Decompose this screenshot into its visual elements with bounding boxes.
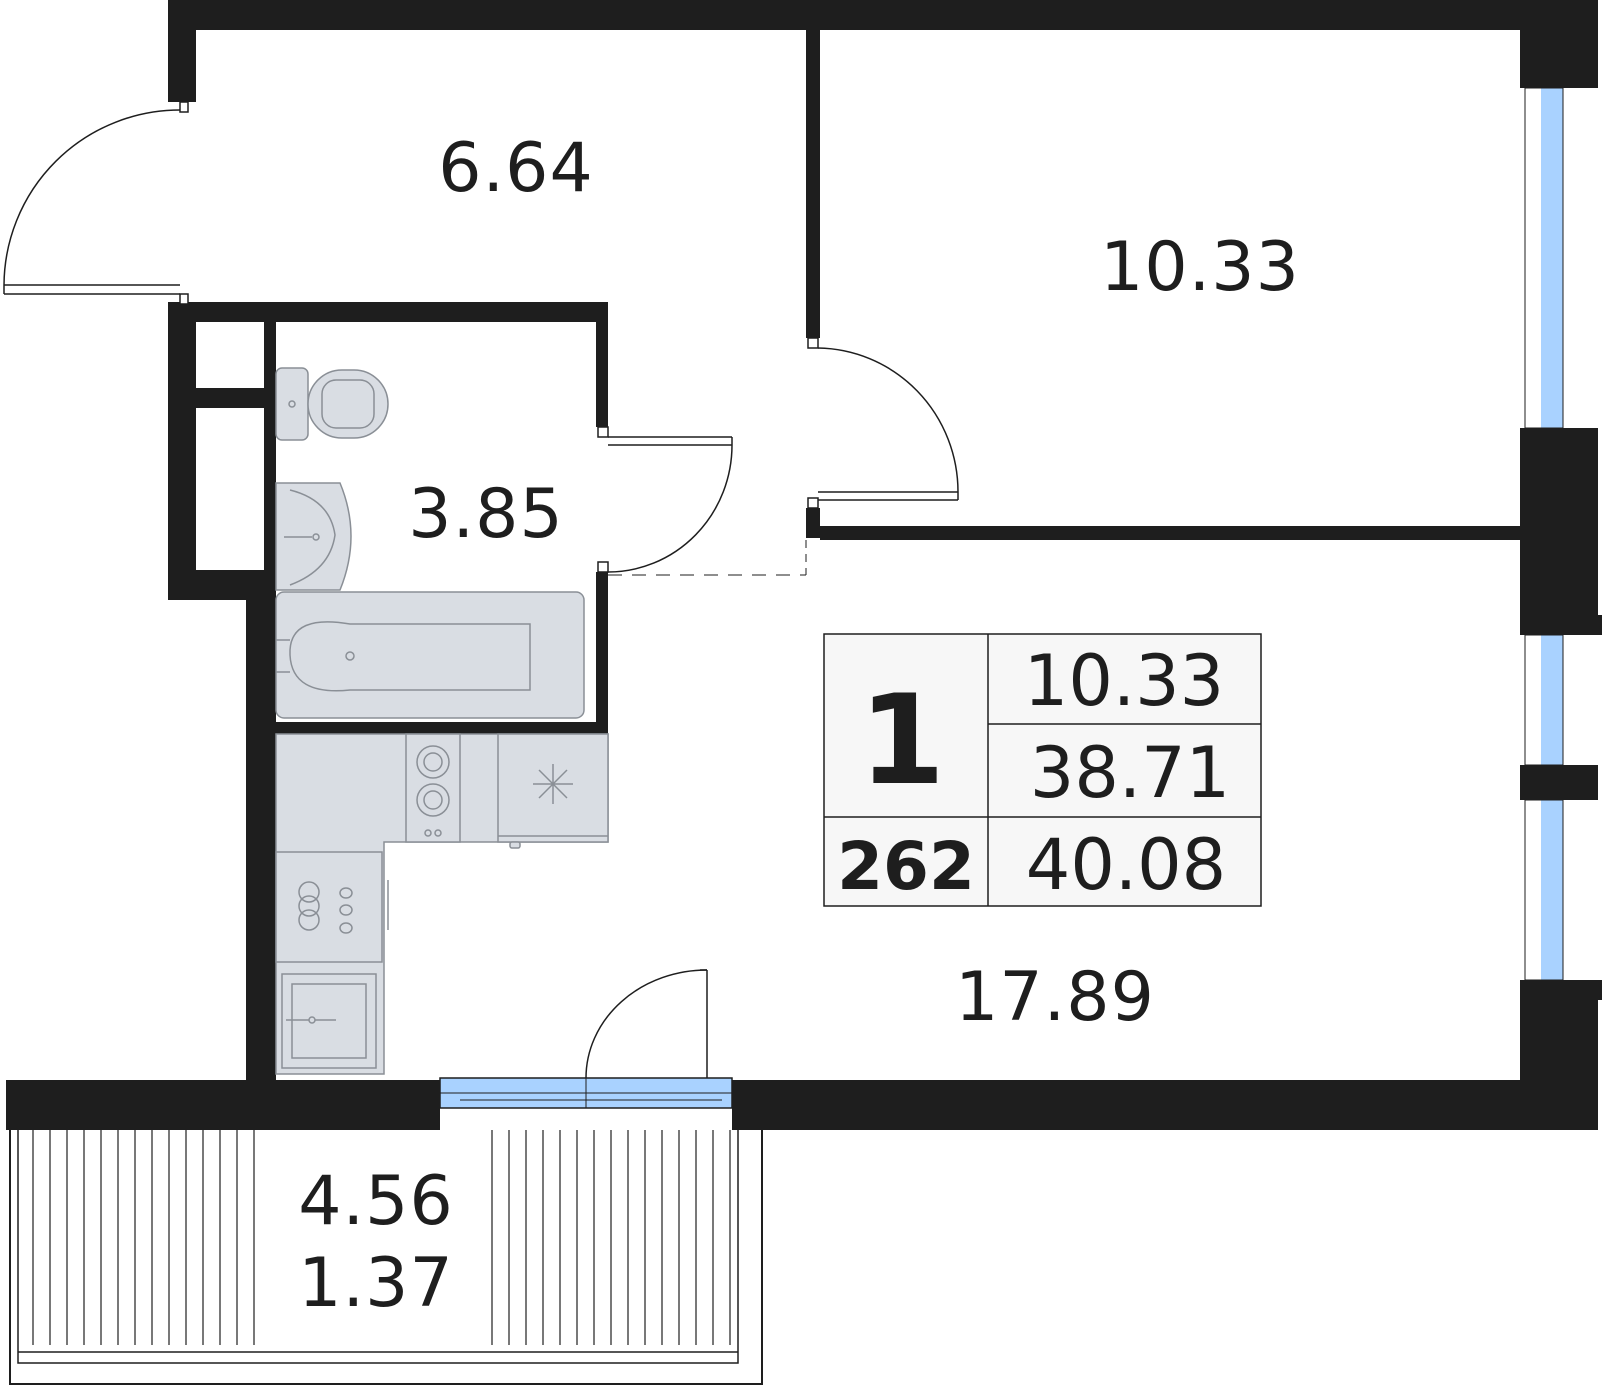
entry-door[interactable] bbox=[3, 101, 189, 305]
bedroom-door[interactable] bbox=[807, 337, 959, 509]
dishwasher-icon bbox=[275, 851, 389, 963]
total-area: 38.71 bbox=[1030, 732, 1230, 814]
total-with-balcony: 40.08 bbox=[1026, 824, 1226, 906]
apartment-number: 262 bbox=[837, 828, 975, 905]
kitchen-sink-icon bbox=[281, 973, 377, 1069]
fridge-icon bbox=[497, 733, 609, 849]
rooms-count: 1 bbox=[859, 669, 945, 813]
walls bbox=[6, 0, 1602, 1130]
room-area-bathroom: 3.85 bbox=[408, 475, 563, 554]
sink-icon bbox=[275, 482, 352, 591]
bathroom-door[interactable] bbox=[597, 426, 807, 576]
toilet-icon bbox=[275, 367, 389, 441]
balcony bbox=[9, 1104, 763, 1385]
balcony-door[interactable] bbox=[439, 969, 733, 1109]
room-area-bedroom: 10.33 bbox=[1100, 228, 1300, 307]
bathtub-icon bbox=[275, 591, 585, 719]
balcony-area: 4.56 bbox=[298, 1162, 453, 1241]
stove-icon bbox=[405, 733, 461, 843]
room-area-hallway: 6.64 bbox=[438, 129, 593, 208]
windows bbox=[1524, 87, 1564, 981]
living-area: 10.33 bbox=[1024, 640, 1224, 722]
info-table: 1 10.33 38.71 262 40.08 bbox=[823, 633, 1262, 907]
balcony-reduced-area: 1.37 bbox=[298, 1244, 453, 1323]
room-area-kitchen-living: 17.89 bbox=[955, 958, 1155, 1037]
